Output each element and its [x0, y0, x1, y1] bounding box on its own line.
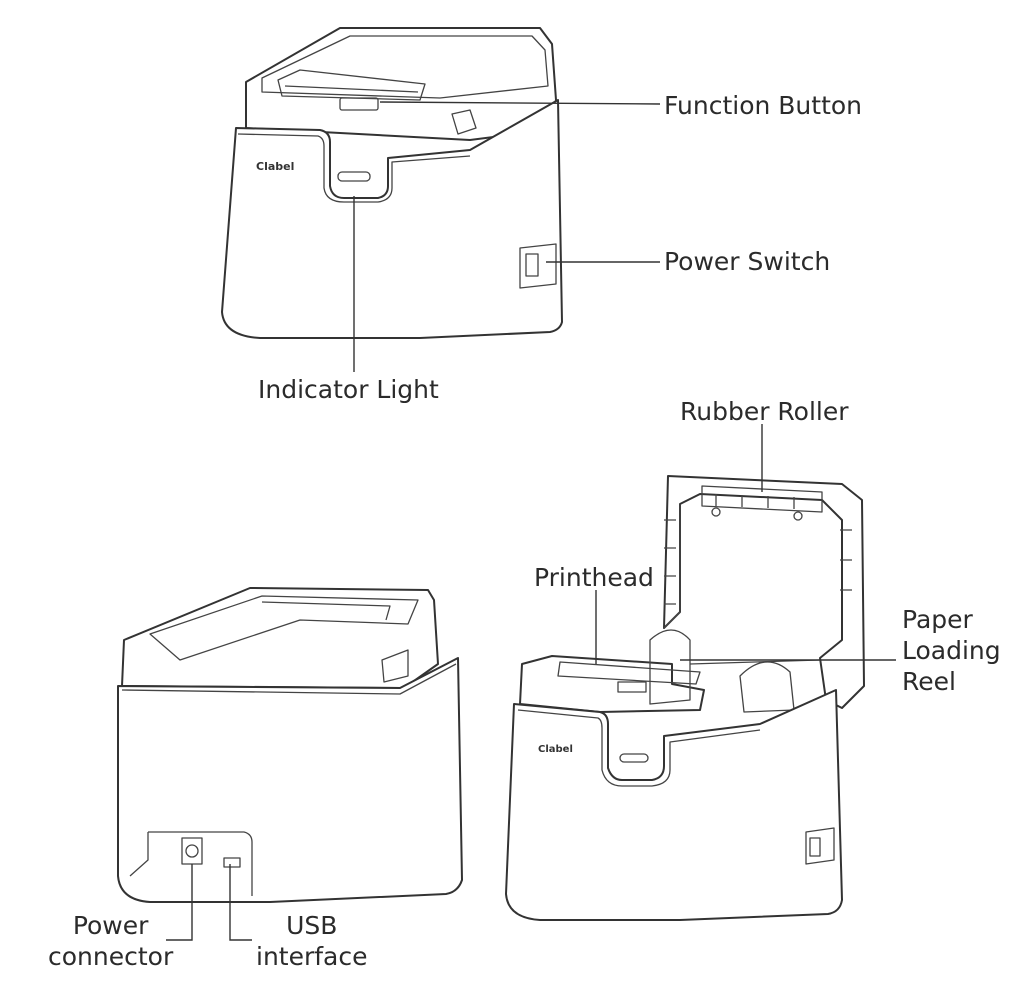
power-connector-label: Power connector — [48, 910, 173, 972]
power-connector-line-2: connector — [48, 942, 174, 971]
leader-lines — [166, 101, 896, 941]
power-switch-part — [519, 243, 557, 289]
rubber-roller-label: Rubber Roller — [680, 397, 849, 426]
power-connector-line-1: Power — [72, 911, 149, 940]
indicator-light-part — [337, 171, 371, 182]
brand-logo-top: Clabel — [256, 160, 294, 173]
rubber-roller-part — [701, 485, 823, 513]
brand-logo-bottom: Clabel — [538, 744, 573, 755]
printer-open-view: Clabel — [505, 475, 865, 921]
usb-interface-line-2: interface — [256, 942, 368, 971]
power-switch-label: Power Switch — [664, 247, 831, 276]
function-button-part — [339, 97, 379, 111]
printer-front-closed: Clabel — [221, 27, 563, 339]
paper-loading-reel-part — [649, 629, 691, 705]
paper-loading-reel-label: Paper Loading Reel — [902, 604, 1001, 697]
paper-loading-reel-line-2: Loading — [902, 636, 1001, 665]
printhead-label: Printhead — [534, 563, 654, 592]
function-button-label: Function Button — [664, 91, 863, 120]
paper-loading-reel-line-3: Reel — [902, 667, 956, 696]
indicator-light-label: Indicator Light — [258, 375, 439, 404]
printer-rear-view — [117, 587, 463, 903]
paper-loading-reel-line-1: Paper — [902, 605, 973, 634]
usb-interface-part — [223, 857, 241, 868]
usb-interface-label: USB interface — [256, 910, 368, 972]
printhead-part — [557, 661, 701, 685]
usb-interface-line-1: USB — [286, 911, 338, 940]
